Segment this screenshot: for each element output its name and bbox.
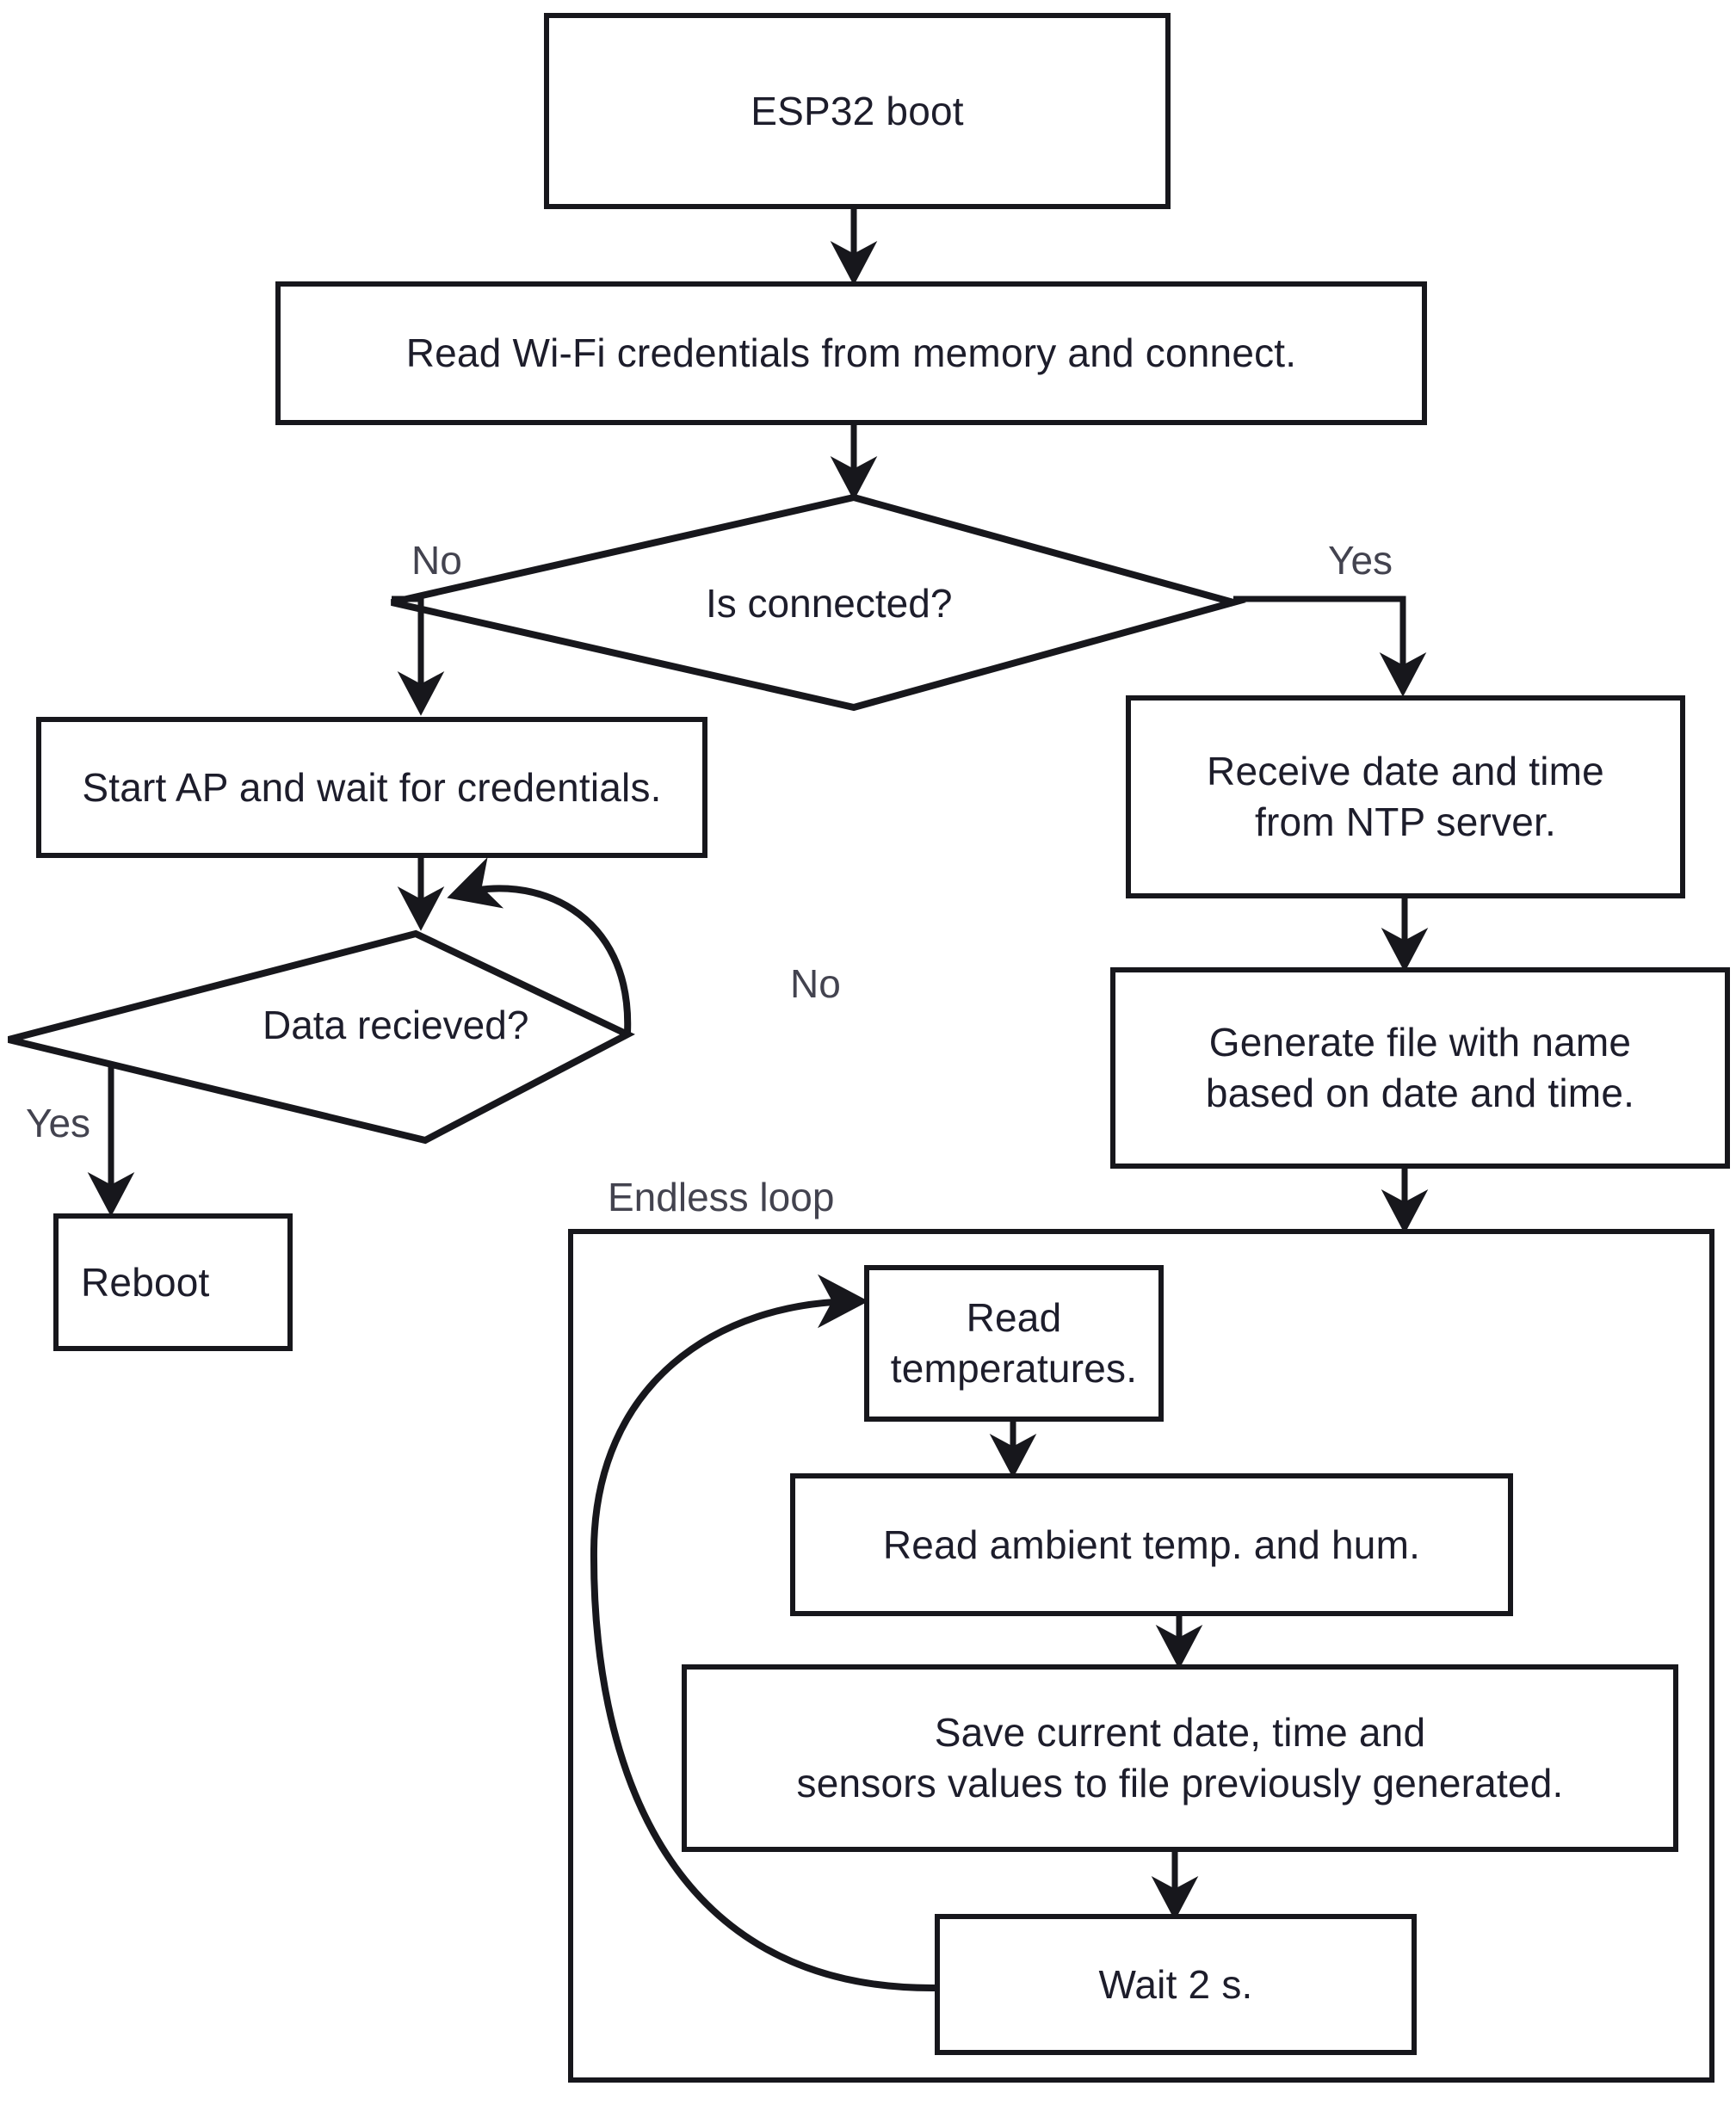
edge-label-is-connected-yes: Yes: [1328, 538, 1393, 583]
node-wait-2s[interactable]: Wait 2 s.: [935, 1914, 1417, 2055]
decision-is-connected-shape: [391, 493, 1247, 712]
edge-isconnected-no: [392, 596, 445, 716]
node-generate-file-line2: based on date and time.: [1205, 1071, 1635, 1115]
node-read-ambient[interactable]: Read ambient temp. and hum.: [790, 1473, 1513, 1616]
node-read-wifi-credentials[interactable]: Read Wi-Fi credentials from memory and c…: [275, 281, 1427, 425]
node-save-values-line2: sensors values to file previously genera…: [796, 1761, 1564, 1805]
node-save-values-line1: Save current date, time and: [934, 1710, 1426, 1756]
node-start-ap[interactable]: Start AP and wait for credentials.: [36, 717, 707, 858]
node-receive-ntp-line2: from NTP server.: [1255, 799, 1556, 844]
node-read-wifi-credentials-label: Read Wi-Fi credentials from memory and c…: [405, 330, 1297, 376]
edge-label-data-received-no: No: [790, 961, 841, 1006]
edge-label-data-received-yes: Yes: [26, 1101, 91, 1145]
edge-label-is-connected-no: No: [411, 538, 462, 583]
node-save-values-label: Save current date, time and sensors valu…: [797, 1707, 1564, 1809]
node-read-temperatures-label: Read temperatures.: [890, 1295, 1138, 1391]
node-save-values[interactable]: Save current date, time and sensors valu…: [682, 1664, 1678, 1852]
node-receive-ntp-line1: Receive date and time: [1207, 749, 1604, 794]
edge-isconnected-yes: [1233, 596, 1427, 697]
node-receive-ntp-label: Receive date and time from NTP server.: [1207, 746, 1604, 848]
node-reboot[interactable]: Reboot: [53, 1213, 293, 1351]
node-generate-file-line1: Generate file with name: [1208, 1020, 1632, 1065]
node-receive-ntp[interactable]: Receive date and time from NTP server.: [1126, 695, 1685, 898]
node-read-temperatures[interactable]: Read temperatures.: [864, 1265, 1164, 1422]
node-is-connected-label: Is connected?: [706, 581, 953, 626]
node-generate-file[interactable]: Generate file with name based on date an…: [1110, 967, 1730, 1169]
node-generate-file-label: Generate file with name based on date an…: [1206, 1017, 1634, 1119]
node-start-ap-label: Start AP and wait for credentials.: [82, 764, 662, 810]
node-esp32-boot[interactable]: ESP32 boot: [544, 13, 1171, 209]
endless-loop-label: Endless loop: [602, 1177, 840, 1217]
decision-data-received-shape: [7, 929, 635, 1145]
node-read-ambient-label: Read ambient temp. and hum.: [882, 1522, 1421, 1567]
node-reboot-label: Reboot: [81, 1259, 210, 1305]
edge-wait-loopback-to-readtemps: [590, 1274, 936, 1992]
node-esp32-boot-label: ESP32 boot: [751, 88, 964, 133]
node-data-received-label: Data recieved?: [263, 1003, 529, 1047]
edge-datareceived-no-loop: [447, 856, 632, 1034]
endless-loop-container: [568, 1229, 1714, 2083]
node-wait-2s-label: Wait 2 s.: [1098, 1961, 1253, 2007]
